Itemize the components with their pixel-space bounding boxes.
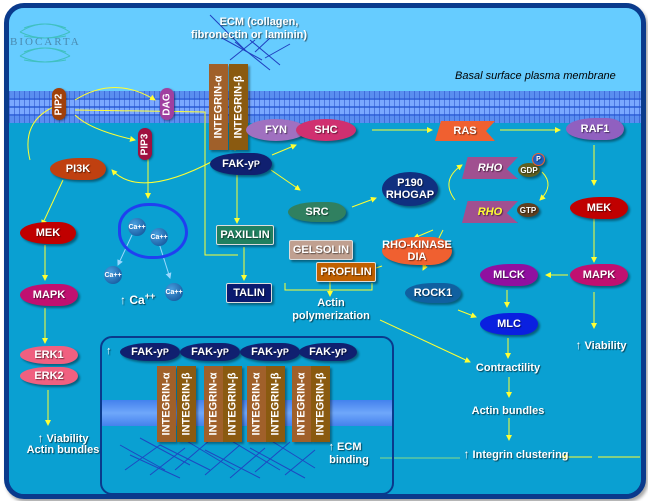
actin-polymerization-line2: polymerization [292,310,370,322]
node-erk2[interactable]: ERK2 [20,367,78,385]
node-fyn[interactable]: FYN [246,119,306,141]
ecm-label-line2: fibronectin or laminin) [190,29,308,41]
node-profilin[interactable]: PROFILIN [316,262,376,282]
node-gtp[interactable]: GTP [517,203,539,217]
integrin-beta-cluster-2[interactable]: INTEGRIN-β [223,366,242,442]
node-src[interactable]: SRC [288,202,346,222]
ca-ion: Ca++ [150,228,168,246]
integrin-clustering-label: ↑ Integrin clustering [463,447,569,461]
ecm-binding-line2: binding [329,454,369,466]
brand-logo-text: BIOCARTA [10,36,81,48]
node-ras[interactable]: RAS [435,121,495,141]
node-mapk-right[interactable]: MAPK [570,264,628,286]
node-shc[interactable]: SHC [296,119,356,141]
node-talin[interactable]: TALIN [226,283,272,303]
membrane-label: Basal surface plasma membrane [455,70,616,82]
integrin-beta-cluster-4[interactable]: INTEGRIN-β [311,366,330,442]
integrin-alpha-cluster-4[interactable]: INTEGRIN-α [292,366,311,442]
ca-ion: Ca++ [165,283,183,301]
node-paxillin[interactable]: PAXILLIN [216,225,274,245]
ca-ion: Ca++ [128,218,146,236]
actin-polymerization-line1: Actin [317,297,345,309]
node-gdp[interactable]: GDP [518,163,540,177]
node-mek-right[interactable]: MEK [570,197,628,219]
integrin-alpha-cluster-1[interactable]: INTEGRIN-α [157,366,176,442]
ca-ion: Ca++ [104,266,122,284]
node-raf1[interactable]: RAF1 [566,118,624,140]
integrin-alpha-top[interactable]: INTEGRIN-α [209,64,228,150]
ca-increase-label: ↑ Ca++ [120,291,156,307]
up-arrow-icon: ↑ [106,345,112,357]
ecm-binding-line1: ↑ ECM [328,441,362,453]
node-mapk-left[interactable]: MAPK [20,284,78,306]
node-mlc[interactable]: MLC [480,313,538,335]
contractility-label: Contractility [475,362,541,374]
integrin-alpha-cluster-3[interactable]: INTEGRIN-α [247,366,266,442]
integrin-alpha-cluster-2[interactable]: INTEGRIN-α [204,366,223,442]
viability-left-label: ↑ Viability [37,431,89,445]
biocarta-logo-icon [19,23,71,63]
actin-bundles-label: Actin bundles [471,405,545,417]
extracellular-space [9,8,641,94]
node-mlck[interactable]: MLCK [480,264,538,286]
node-pip3[interactable]: PIP3 [138,128,152,160]
node-erk1[interactable]: ERK1 [20,346,78,364]
node-pi3k[interactable]: PI3K [50,158,106,180]
integrin-beta-cluster-1[interactable]: INTEGRIN-β [177,366,196,442]
ecm-label-line1: ECM (collagen, [219,16,299,28]
er-vesicle [118,203,188,259]
node-rock1[interactable]: ROCK1 [405,283,461,303]
integrin-beta-top[interactable]: INTEGRIN-β [229,64,248,150]
actin-bundles-left-label: Actin bundles [26,444,100,456]
node-pip2[interactable]: PIP2 [52,88,66,120]
integrin-beta-cluster-3[interactable]: INTEGRIN-β [266,366,285,442]
node-mek-left[interactable]: MEK [20,222,76,244]
node-dag[interactable]: DAG [160,88,174,120]
node-rho-gtp[interactable]: RHO [462,201,518,223]
node-rho-gdp[interactable]: RHO [462,157,518,179]
viability-right-label: ↑ Viability [575,338,627,352]
phospho-icon: P [532,153,545,166]
node-gelsolin[interactable]: GELSOLIN [289,240,353,260]
